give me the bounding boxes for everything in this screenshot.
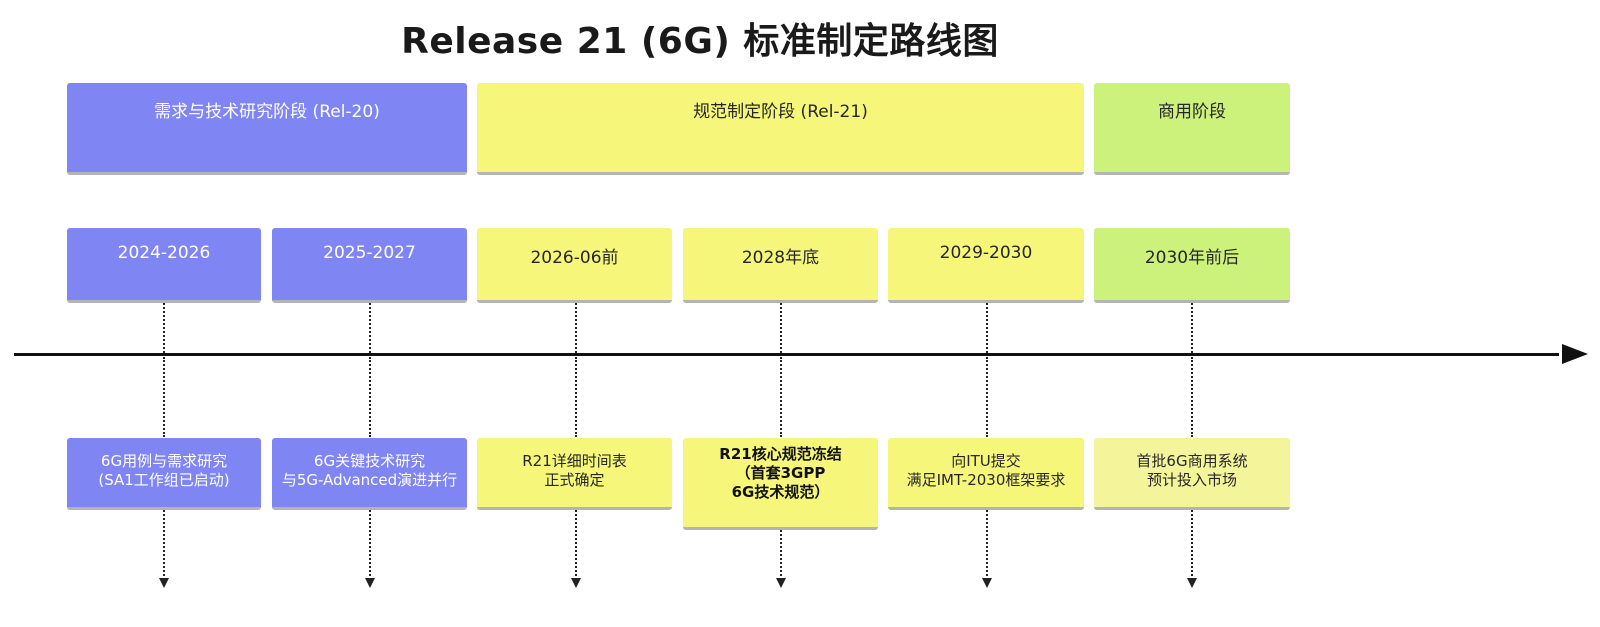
connector-line	[163, 510, 165, 576]
connector-line	[780, 357, 782, 437]
timeline-arrowhead-icon	[1562, 344, 1588, 364]
phase-research: 需求与技术研究阶段 (Rel-20)	[67, 83, 467, 175]
milestone-date-box: 2026-06前	[477, 228, 672, 303]
milestone-description-line: （首套3GPP	[735, 464, 826, 482]
phase-specification: 规范制定阶段 (Rel-21)	[477, 83, 1084, 175]
connector-line	[369, 303, 371, 353]
connector-line	[575, 357, 577, 437]
connector-line	[780, 530, 782, 576]
milestone-date-box: 2029-2030	[888, 228, 1084, 303]
milestone-date-box: 2028年底	[683, 228, 878, 303]
milestone-date: 2030年前后	[1144, 248, 1240, 268]
milestone-description-box: R21核心规范冻结 （首套3GPP 6G技术规范）	[683, 438, 878, 530]
connector-line	[369, 510, 371, 576]
connector-line	[986, 357, 988, 437]
milestone-date-box: 2024-2026	[67, 228, 261, 303]
milestone-description-line: 6G用例与需求研究	[100, 452, 228, 470]
connector-line	[369, 357, 371, 437]
connector-line	[163, 357, 165, 437]
milestone-date-box: 2025-2027	[272, 228, 467, 303]
timeline-axis	[14, 353, 1559, 356]
milestone-date: 2024-2026	[117, 243, 211, 263]
down-arrow-icon	[982, 578, 992, 588]
milestone-date: 2028年底	[741, 248, 820, 268]
down-arrow-icon	[1187, 578, 1197, 588]
connector-line	[986, 303, 988, 353]
connector-line	[575, 510, 577, 576]
milestone-description-box: 首批6G商用系统 预计投入市场	[1094, 438, 1290, 510]
milestone-description-line: 首批6G商用系统	[1136, 452, 1248, 470]
milestone-description-line: 与5G-Advanced演进并行	[281, 471, 458, 489]
milestone-description-line: R21核心规范冻结	[719, 445, 842, 463]
milestone-description-line: 满足IMT-2030框架要求	[906, 471, 1066, 489]
connector-line	[163, 303, 165, 353]
down-arrow-icon	[365, 578, 375, 588]
milestone-description-line: 6G关键技术研究	[313, 452, 426, 470]
milestone-description-box: 6G用例与需求研究 (SA1工作组已启动)	[67, 438, 261, 510]
connector-line	[986, 510, 988, 576]
down-arrow-icon	[776, 578, 786, 588]
connector-line	[1191, 303, 1193, 353]
connector-line	[1191, 510, 1193, 576]
milestone-description-line: 向ITU提交	[951, 452, 1021, 470]
milestone-description-box: 6G关键技术研究 与5G-Advanced演进并行	[272, 438, 467, 510]
milestone-date: 2029-2030	[939, 243, 1033, 263]
milestone-date: 2025-2027	[323, 243, 416, 263]
down-arrow-icon	[571, 578, 581, 588]
down-arrow-icon	[159, 578, 169, 588]
phase-label: 商用阶段	[1158, 102, 1226, 122]
milestone-description-line: 6G技术规范）	[731, 483, 830, 501]
page-title: Release 21 (6G) 标准制定路线图	[401, 21, 999, 62]
milestone-description-line: (SA1工作组已启动)	[98, 471, 230, 489]
phase-label: 规范制定阶段 (Rel-21)	[693, 102, 868, 122]
milestone-description-box: 向ITU提交 满足IMT-2030框架要求	[888, 438, 1084, 510]
connector-line	[575, 303, 577, 353]
milestone-description-line: 预计投入市场	[1146, 471, 1237, 489]
phase-commercial: 商用阶段	[1094, 83, 1290, 175]
connector-line	[1191, 357, 1193, 437]
milestone-description-box: R21详细时间表 正式确定	[477, 438, 672, 510]
milestone-date-box: 2030年前后	[1094, 228, 1290, 303]
milestone-date: 2026-06前	[530, 248, 619, 268]
phase-label: 需求与技术研究阶段 (Rel-20)	[154, 102, 380, 122]
milestone-description-line: R21详细时间表	[522, 452, 627, 470]
connector-line	[780, 303, 782, 353]
milestone-description-line: 正式确定	[544, 471, 605, 489]
